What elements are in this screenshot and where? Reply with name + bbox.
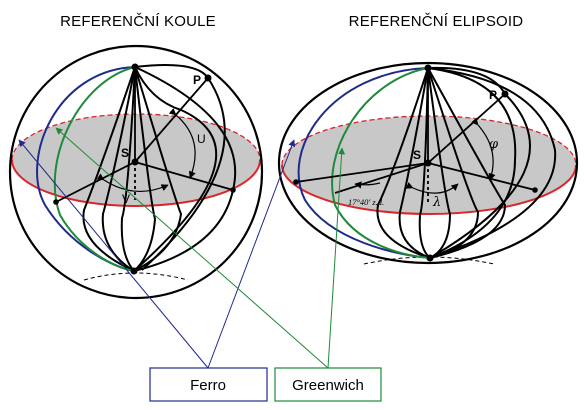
sphere-meridian — [133, 66, 218, 272]
ellipsoid-meridian — [427, 67, 480, 259]
ellipsoid-axes — [295, 68, 536, 205]
ellipsoid-longitude-arc — [405, 182, 459, 194]
sphere-south-parallel — [83, 272, 189, 281]
ellipsoid-longitude-label: λ — [432, 195, 441, 210]
sphere-south-pole — [130, 267, 138, 275]
ellipsoid-equator-point — [532, 187, 538, 193]
ellipsoid-meridian — [427, 67, 557, 259]
sphere-title: REFERENČNÍ KOULE — [60, 13, 216, 30]
ferro-label: Ferro — [190, 377, 226, 394]
greenwich-label: Greenwich — [292, 377, 364, 394]
ellipsoid-center — [424, 159, 432, 167]
sphere-longitude-arc — [96, 173, 169, 193]
sphere-equator-front — [11, 159, 261, 207]
sphere-north-pole — [131, 63, 139, 71]
ellipsoid-meridian — [427, 67, 452, 259]
ellipsoid-center-label: S — [413, 148, 421, 162]
ellipsoid-equator-back — [281, 115, 577, 166]
sphere-outline — [8, 44, 264, 300]
sphere-latitude-arc — [168, 108, 196, 179]
ellipsoid-ferro-meridian — [297, 67, 431, 259]
ferro-label-box: Ferro — [149, 367, 268, 402]
ellipsoid-meridian — [376, 67, 431, 259]
ellipsoid-outline — [277, 61, 579, 265]
sphere-meridian — [134, 64, 226, 271]
ellipsoid-meridian — [427, 67, 507, 259]
ellipsoid-meridian — [427, 66, 531, 259]
ellipsoid-north-pole — [424, 64, 432, 72]
ellipsoid-latitude-label: φ — [489, 137, 499, 152]
ferro-arrow-left — [18, 139, 209, 369]
ellipsoid-equator-front — [281, 164, 577, 215]
sphere-longitude-label: V — [122, 192, 130, 206]
ellipsoid-meridians — [376, 66, 557, 259]
ellipsoid-south-pole — [426, 254, 434, 262]
sphere-equator-point — [53, 199, 59, 205]
ellipsoid-latitude-arc — [471, 117, 496, 181]
sphere-latitude-label: U — [197, 132, 206, 146]
sphere-meridian — [101, 66, 136, 272]
sphere-center-label: S — [121, 146, 129, 160]
greenwich-label-box: Greenwich — [274, 367, 382, 402]
ellipsoid-equator-point — [293, 179, 299, 185]
sphere-greenwich-meridian — [53, 66, 136, 272]
greenwich-arrow-left — [55, 127, 329, 369]
sphere-meridian — [120, 66, 136, 272]
sphere-point-p — [204, 74, 212, 82]
ellipsoid-point-label: P — [489, 88, 497, 102]
ellipsoid-offset-note: 17°40' z.d. — [348, 197, 384, 207]
ferro-arrow-right — [207, 139, 296, 369]
ellipsoid-greenwich-meridian — [331, 67, 431, 259]
ellipsoid-point-p — [501, 90, 509, 98]
ellipsoid-title: REFERENČNÍ ELIPSOID — [349, 13, 524, 30]
sphere-point-label: P — [193, 73, 201, 87]
sphere-equator-back — [11, 113, 261, 161]
ellipsoid-meridian — [427, 67, 517, 259]
reference-sphere: REFERENČNÍ KOULE — [8, 13, 264, 300]
sphere-center — [131, 158, 139, 166]
greenwich-arrow-right — [327, 147, 346, 369]
callout-arrows — [18, 127, 346, 369]
ellipsoid-meridian — [418, 67, 431, 259]
sphere-meridian — [133, 66, 157, 272]
sphere-meridian — [133, 66, 183, 272]
sphere-equator-point — [230, 187, 236, 193]
sphere-meridian — [82, 66, 136, 272]
ellipsoid-meridian — [398, 67, 431, 259]
ellipsoid-offset-arc — [354, 181, 381, 189]
reference-ellipsoid: REFERENČNÍ ELIPSOID — [277, 13, 579, 265]
